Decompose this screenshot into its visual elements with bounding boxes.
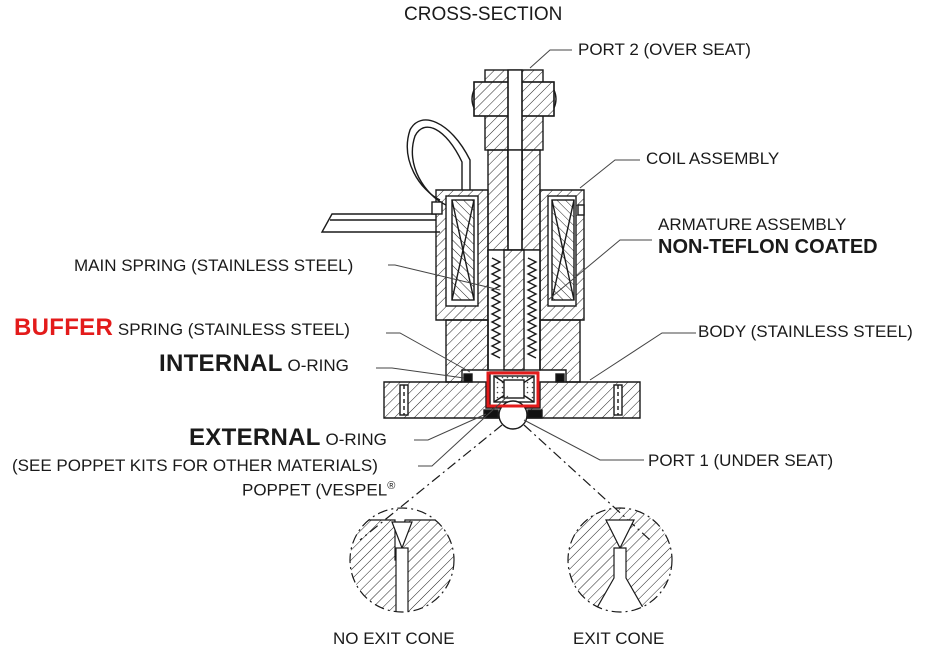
port1-circle [498, 400, 528, 430]
coil-windings [451, 199, 575, 301]
label-coil-assembly: COIL ASSEMBLY [646, 149, 780, 168]
label-exit-cone: EXIT CONE [573, 629, 665, 648]
buffer-highlight [486, 371, 540, 408]
label-buffer-spring: BUFFER SPRING (STAINLESS STEEL) [14, 316, 350, 340]
detail-no-exit-cone [349, 507, 455, 613]
diagram-title: CROSS-SECTION [404, 4, 563, 25]
label-port2: PORT 2 (OVER SEAT) [578, 40, 751, 59]
internal-word: INTERNAL [159, 350, 283, 377]
leader-lines [376, 49, 696, 467]
label-port1: PORT 1 (UNDER SEAT) [648, 451, 834, 470]
external-rest: O-RING [325, 430, 387, 449]
label-external-o-ring: EXTERNAL O-RING [189, 426, 387, 450]
lead-wires [320, 119, 585, 233]
buffer-word: BUFFER [14, 314, 114, 341]
label-non-teflon: NON-TEFLON COATED [658, 236, 878, 258]
label-body: BODY (STAINLESS STEEL) [698, 322, 913, 341]
label-armature-assembly: ARMATURE ASSEMBLY [658, 215, 847, 234]
internal-rest: O-RING [287, 356, 349, 375]
poppet-assembly [489, 371, 539, 407]
main-spring [490, 257, 538, 359]
label-poppet-kits: (SEE POPPET KITS FOR OTHER MATERIALS) [12, 456, 378, 475]
label-internal-o-ring: INTERNAL O-RING [159, 352, 349, 376]
detail-exit-cone [567, 507, 673, 613]
registered-mark: ® [387, 480, 396, 492]
external-o-rings [483, 409, 543, 419]
poppet-text: POPPET (VESPEL [242, 480, 388, 500]
port2-fitting [471, 69, 557, 241]
external-word: EXTERNAL [189, 424, 321, 451]
label-main-spring: MAIN SPRING (STAINLESS STEEL) [74, 256, 354, 275]
armature-chamber [487, 249, 541, 371]
valve-body [383, 319, 641, 419]
valve-stem [487, 149, 541, 251]
buffer-rest: SPRING (STAINLESS STEEL) [117, 320, 350, 339]
label-no-exit-cone: NO EXIT CONE [333, 629, 455, 648]
label-poppet: POPPET (VESPEL® [242, 476, 395, 501]
